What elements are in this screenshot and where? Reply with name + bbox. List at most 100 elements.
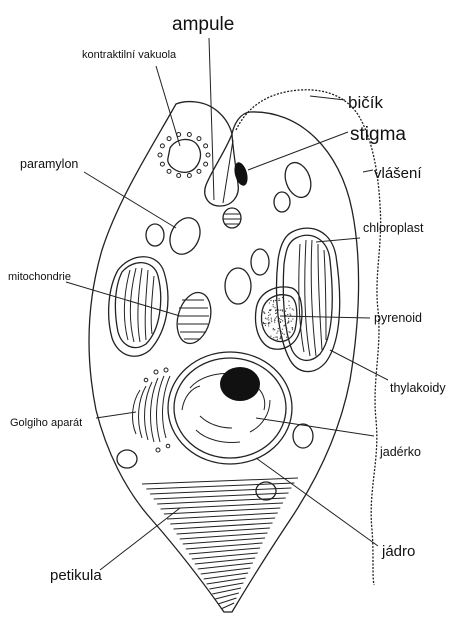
pyrenoid-dot — [263, 311, 264, 312]
ampule-reservoir — [205, 134, 239, 206]
pyrenoid-dot — [280, 321, 281, 322]
pyrenoid-dot — [271, 321, 272, 322]
leader-mitochondrie — [66, 282, 180, 316]
pyrenoid-dot — [263, 323, 264, 324]
pyrenoid-dot — [279, 318, 280, 319]
vacuole-dot — [206, 153, 210, 157]
vacuole-dot — [187, 133, 191, 137]
pyrenoid-dot — [270, 314, 271, 315]
petikula-stripe — [221, 603, 234, 609]
pyrenoid-dot — [278, 298, 279, 299]
petikula-stripe — [173, 523, 272, 529]
pyrenoid-dot — [273, 329, 274, 330]
petikula-stripe — [201, 568, 251, 574]
vacuole-dot — [160, 162, 164, 166]
pyrenoid-dot — [283, 325, 284, 326]
label-stigma: stigma — [350, 124, 406, 145]
pyrenoid-dot — [271, 319, 272, 320]
pyrenoid-dot — [265, 325, 266, 326]
vacuole-dot — [167, 137, 171, 141]
leader-jaderko — [256, 418, 374, 436]
pyrenoid-dot — [280, 310, 281, 311]
pyrenoid-dot — [282, 320, 283, 321]
pyrenoid-dot — [290, 313, 291, 314]
granule — [256, 482, 276, 500]
pyrenoid-dot — [275, 318, 276, 319]
pyrenoid-dot — [282, 329, 283, 330]
leader-vacuole — [156, 66, 180, 146]
pyrenoid-dot — [272, 304, 273, 305]
pyrenoid-dot — [268, 317, 269, 318]
pyrenoid-dot — [270, 335, 271, 336]
pyrenoid-dot — [273, 328, 274, 329]
petikula-stripe — [189, 548, 260, 554]
pyrenoid-dot — [289, 332, 290, 333]
pyrenoid-dot — [269, 310, 270, 311]
petikula-stripe — [180, 533, 268, 539]
petikula-stripe — [186, 543, 263, 549]
pyrenoid-dot — [276, 316, 277, 317]
pyrenoid-dot — [268, 319, 269, 320]
pyrenoid-dot — [266, 318, 267, 319]
petikula-stripe — [164, 508, 280, 514]
granule — [225, 268, 251, 304]
petikula-stripe — [192, 553, 258, 559]
petikula-stripe — [142, 478, 298, 484]
vacuole-dot — [158, 153, 162, 157]
pyrenoid-dot — [274, 307, 275, 308]
pyrenoid-dot — [282, 297, 283, 298]
pyrenoid-dot — [278, 328, 279, 329]
pyrenoid-dot — [280, 337, 281, 338]
label-petikula: petikula — [50, 567, 102, 584]
vacuole-dot — [197, 137, 201, 141]
pyrenoid-dot — [285, 319, 286, 320]
golgi-apparatus — [133, 368, 170, 452]
left-thylakoids — [124, 268, 154, 342]
pyrenoid-dot — [276, 300, 277, 301]
contractile-vacuole — [168, 139, 201, 172]
nucleus — [168, 352, 292, 464]
pyrenoid-dot — [292, 308, 293, 309]
petikula-stripe — [204, 573, 248, 579]
label-vlaseni: vlášení — [374, 165, 422, 182]
label-mitochondrie: mitochondrie — [8, 271, 71, 283]
pyrenoid-dot — [288, 301, 289, 302]
pyrenoid-dot — [277, 337, 278, 338]
pyrenoid-dot — [274, 320, 275, 321]
pyrenoid-dot — [273, 301, 274, 302]
label-thylakoidy: thylakoidy — [390, 381, 446, 395]
flagellum — [236, 90, 381, 585]
leader-paramylon — [84, 172, 176, 228]
leader-vlaseni — [363, 170, 373, 172]
pyrenoid-dot — [263, 322, 264, 323]
leader-jadro — [256, 458, 378, 546]
pyrenoid-dot — [275, 309, 276, 310]
pyrenoid-dot — [275, 336, 276, 337]
petikula-stripe — [167, 513, 278, 519]
granule — [281, 159, 316, 201]
pyrenoid-dot — [284, 334, 285, 335]
mitochondrion — [172, 289, 216, 348]
pyrenoid-dot — [281, 331, 282, 332]
label-bicik: bičík — [348, 93, 383, 112]
right-thylakoids — [299, 240, 326, 356]
label-jadro: jádro — [381, 543, 415, 560]
pyrenoid-dot — [275, 313, 276, 314]
pyrenoid-dot — [293, 309, 294, 310]
pyrenoid-dot — [268, 325, 269, 326]
leader-golgi — [96, 412, 136, 418]
pyrenoid-dot — [292, 318, 293, 319]
pyrenoid-dot — [274, 322, 275, 323]
petikula-stripe — [198, 563, 253, 569]
pyrenoid-dot — [271, 317, 272, 318]
pyrenoid-dot — [286, 308, 287, 309]
petikula-stripe — [161, 503, 283, 509]
granule — [146, 224, 164, 246]
pyrenoid-dot — [289, 307, 290, 308]
nucleolus — [220, 367, 260, 401]
vacuole-dot — [160, 144, 164, 148]
small-mitochondrion — [223, 208, 241, 228]
petikula-stripe — [195, 558, 255, 564]
